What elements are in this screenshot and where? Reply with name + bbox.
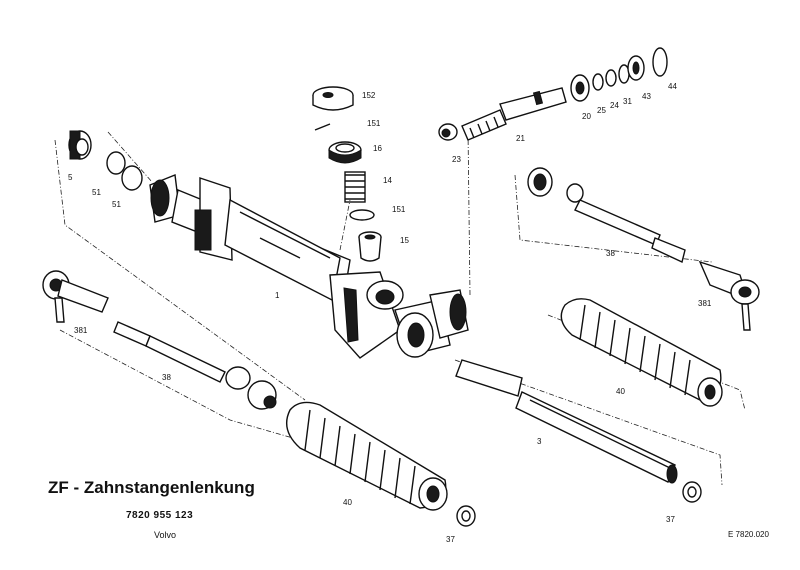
- part-381-ball-joint-left: [42, 270, 109, 323]
- callout-40-right: 40: [616, 387, 625, 396]
- callout-43: 43: [642, 92, 651, 101]
- callout-381-left: 381: [74, 326, 88, 335]
- callout-1: 1: [275, 291, 280, 300]
- part-21-pinion: [461, 87, 567, 141]
- part-37-clip-left: [456, 505, 476, 527]
- callout-31: 31: [623, 97, 632, 106]
- callout-16: 16: [373, 144, 382, 153]
- part-51-ring-a: [106, 151, 126, 175]
- callout-37-left: 37: [446, 535, 455, 544]
- part-151-washer: [349, 209, 375, 221]
- part-14-spring: [344, 171, 366, 203]
- callout-15: 15: [400, 236, 409, 245]
- manufacturer-label: Volvo: [154, 530, 177, 540]
- part-15-thrust-piece: [358, 231, 382, 262]
- part-40-bellows-left: [286, 401, 448, 511]
- callout-44: 44: [668, 82, 677, 91]
- callout-38-left: 38: [162, 373, 171, 382]
- drawing-number: E 7820.020: [728, 530, 769, 539]
- part-37-clip-right: [682, 481, 702, 503]
- part-151-pin: [314, 123, 331, 131]
- callout-151-a: 151: [367, 119, 381, 128]
- part-51-ring-b: [121, 165, 143, 191]
- callout-381-right: 381: [698, 299, 712, 308]
- callout-3: 3: [537, 437, 542, 446]
- callout-24: 24: [610, 101, 619, 110]
- part-23-bushing: [438, 123, 458, 141]
- callout-14: 14: [383, 176, 392, 185]
- part-152-cover-cap: [312, 86, 354, 111]
- part-25-ring: [592, 73, 604, 91]
- part-40-bellows-right: [560, 298, 723, 407]
- callout-40-left: 40: [343, 498, 352, 507]
- callout-labels: 5 51 51 152 151 16 14 151 15 1 23 21 20 …: [68, 82, 712, 544]
- part-3-rack: [455, 359, 678, 484]
- part-38-tie-rod-right: [527, 167, 686, 263]
- callout-151-b: 151: [392, 205, 406, 214]
- part-38-tie-rod-left: [113, 321, 277, 410]
- callout-25: 25: [597, 106, 606, 115]
- part-5-end-cap: [68, 130, 92, 160]
- callout-152: 152: [362, 91, 376, 100]
- part-number: 7820 955 123: [126, 510, 194, 521]
- part-24-ring: [605, 69, 617, 87]
- part-1-rack-housing: [149, 174, 469, 359]
- diagram-title: ZF - Zahnstangenlenkung: [48, 478, 255, 497]
- part-16-adjuster: [328, 141, 362, 164]
- part-43-nut: [627, 55, 645, 81]
- callout-23: 23: [452, 155, 461, 164]
- callout-51-b: 51: [112, 200, 121, 209]
- part-381-ball-joint-right: [698, 260, 760, 331]
- callout-37-right: 37: [666, 515, 675, 524]
- part-20-bearing: [570, 74, 590, 102]
- callout-5: 5: [68, 173, 73, 182]
- part-44-circlip: [652, 47, 668, 77]
- assembly-lines: [54, 129, 746, 486]
- callout-20: 20: [582, 112, 591, 121]
- callout-51-a: 51: [92, 188, 101, 197]
- callout-21: 21: [516, 134, 525, 143]
- callout-38-right: 38: [606, 249, 615, 258]
